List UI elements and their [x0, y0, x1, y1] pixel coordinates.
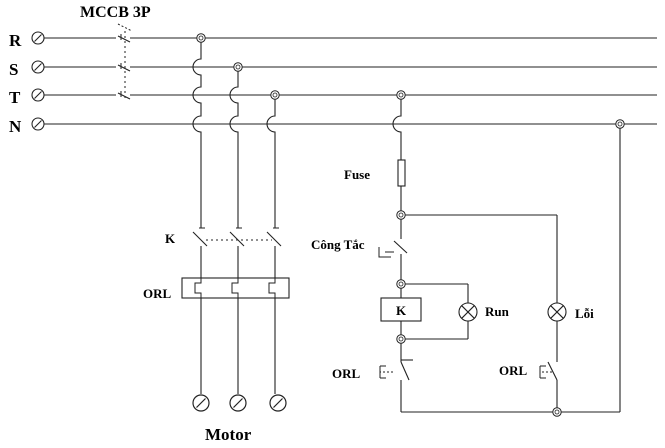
feeder-t	[266, 95, 282, 394]
contactor-k-contacts	[199, 227, 279, 241]
motor-terminal-v-icon	[229, 394, 247, 412]
junction-fuse-out-icon	[396, 210, 406, 220]
control-tap-n-icon	[615, 119, 625, 129]
control-wiring	[379, 95, 621, 413]
switch-label: Công Tắc	[311, 237, 365, 252]
orl-no-label: ORL	[499, 363, 528, 378]
feeder-r	[192, 38, 208, 394]
run-label: Run	[485, 304, 510, 319]
fault-lamp-icon	[547, 302, 567, 322]
motor-terminal-u-icon	[192, 394, 210, 412]
orl-nc-label: ORL	[332, 366, 361, 381]
phase-s-label: S	[9, 60, 18, 79]
junction-return-icon	[552, 407, 562, 417]
mccb-label: MCCB 3P	[80, 4, 151, 21]
phase-t-label: T	[9, 88, 21, 107]
orl-main-elements	[194, 278, 276, 298]
terminal-n-icon	[31, 117, 45, 131]
run-lamp-icon	[458, 302, 478, 322]
terminal-s-icon	[31, 60, 45, 74]
mccb-breaker	[44, 23, 133, 100]
orl-main-label: ORL	[143, 286, 172, 301]
control-tap-t-icon	[396, 90, 406, 100]
phase-r-label: R	[9, 31, 22, 50]
junction-coil-out-icon	[396, 334, 406, 344]
junction-switch-out-icon	[396, 279, 406, 289]
motor-label: Motor	[205, 425, 252, 444]
motor-terminal-w-icon	[269, 394, 287, 412]
terminal-r-icon	[31, 31, 45, 45]
phase-n-label: N	[9, 117, 22, 136]
fuse-label: Fuse	[344, 167, 370, 182]
junction-s-icon	[233, 62, 243, 72]
fault-label: Lỗi	[575, 306, 594, 321]
junction-t-icon	[270, 90, 280, 100]
switch-actuator-icon	[378, 247, 394, 258]
terminal-t-icon	[31, 88, 45, 102]
contactor-k-label: K	[165, 231, 176, 246]
feeder-s	[229, 67, 245, 394]
orl-main-relay	[181, 277, 290, 299]
junction-r-icon	[196, 33, 206, 43]
coil-k-label: K	[396, 303, 407, 318]
